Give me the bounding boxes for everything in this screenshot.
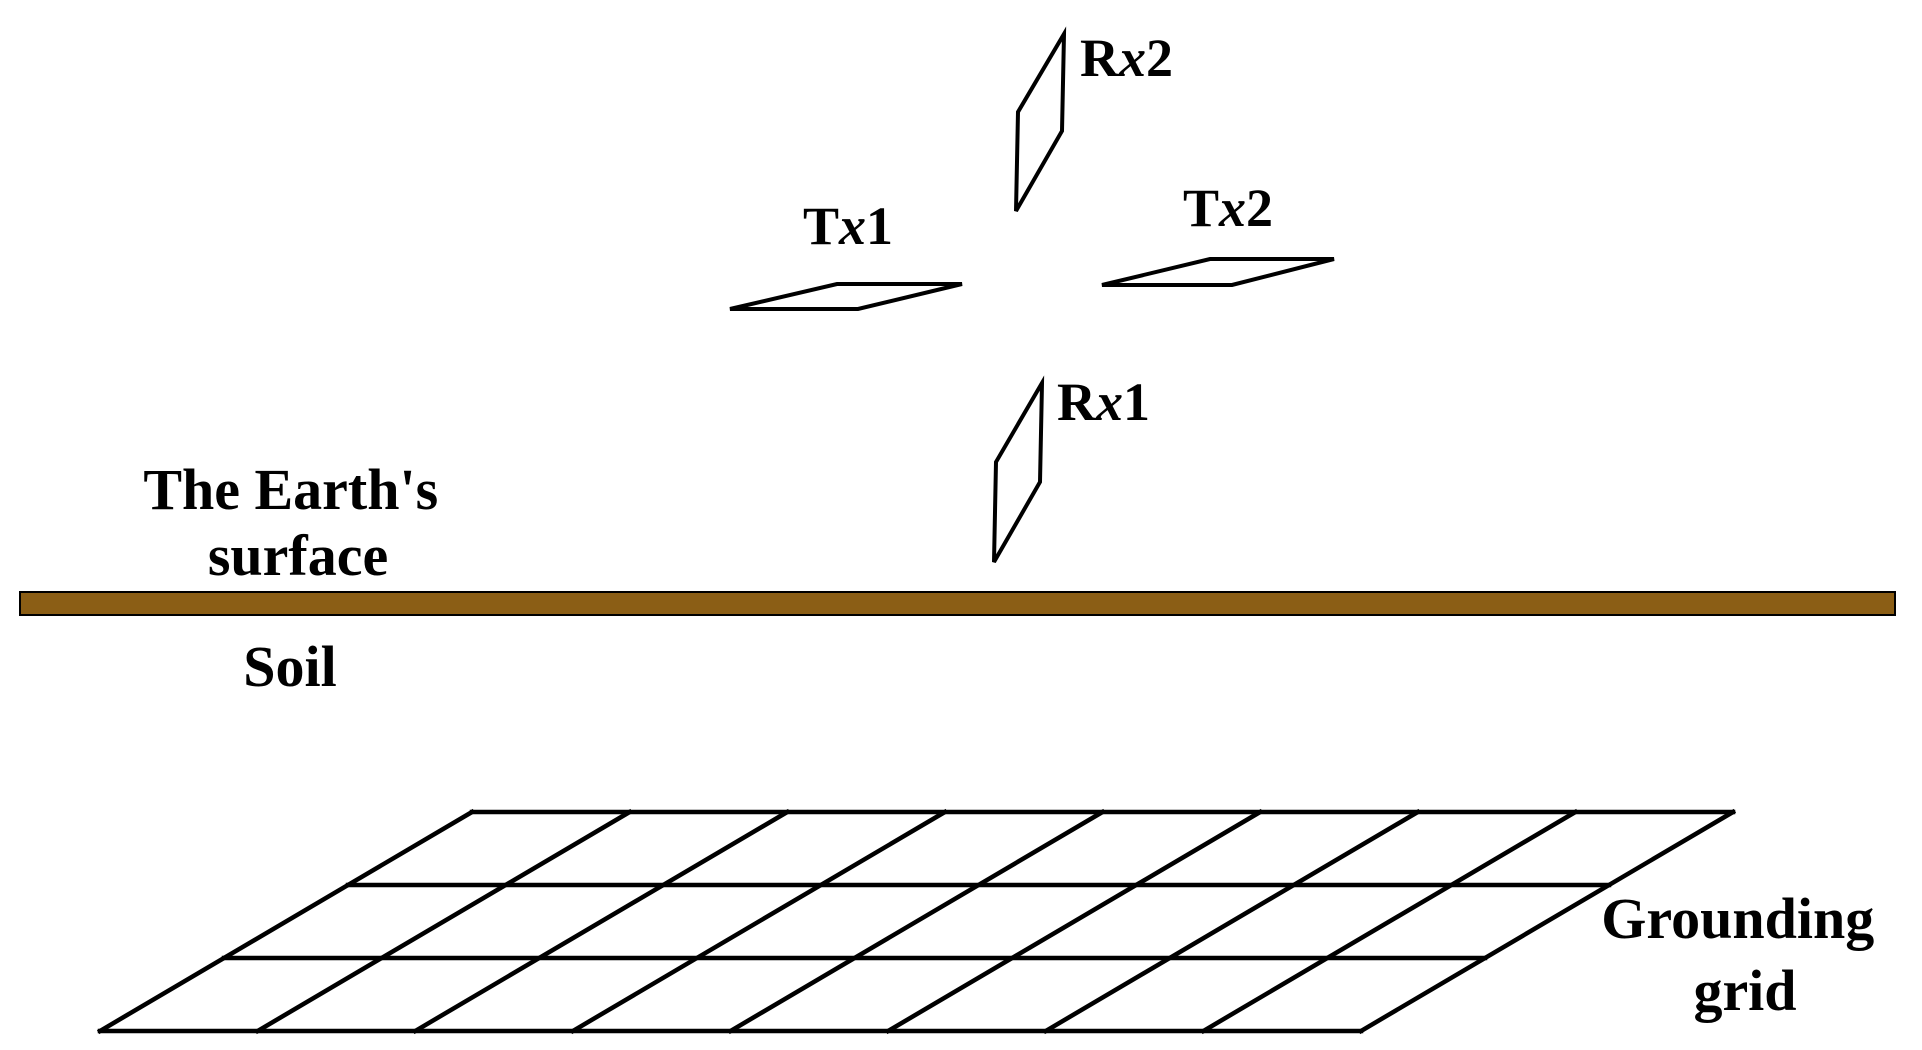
tx1-label: Tx1 [803,196,893,256]
rx1-coil [992,375,1045,563]
rx1-label: Rx1 [1057,372,1150,432]
earth-surface-bar [19,591,1896,616]
grid-column-line [727,808,1106,1035]
grid-column-line [569,808,948,1035]
grid-column-line [96,808,476,1035]
tx2-coil [1101,257,1335,287]
grid-column-line [885,808,1264,1035]
grid-column-line [412,808,791,1035]
soil-label: Soil [243,634,337,699]
grounding-grid-label: Grounding grid [1601,886,1888,1023]
grid-column-line [1200,808,1579,1035]
rx2-coil [1014,26,1067,212]
rx2-label: Rx2 [1080,28,1173,88]
earth-surface-label: The Earth's surface [143,457,452,588]
grid-column-line [254,808,633,1035]
tx1-coil [729,282,963,311]
grid-column-line [1357,808,1737,1035]
grid-column-line [1042,808,1421,1035]
grounding-grid [96,808,1737,1035]
tx2-label: Tx2 [1183,178,1273,238]
